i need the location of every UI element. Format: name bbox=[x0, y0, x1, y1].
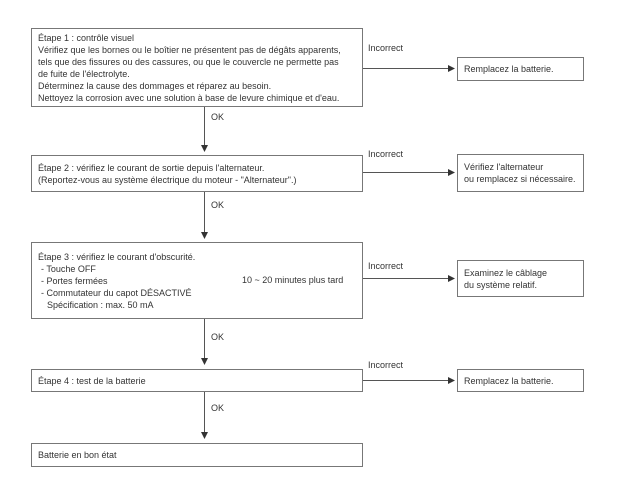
step-3-wait-annotation: 10 ~ 20 minutes plus tard bbox=[242, 275, 344, 285]
incorrect-connector-1 bbox=[363, 65, 455, 72]
ok-connector-2 bbox=[201, 192, 208, 239]
incorrect-connector-3 bbox=[363, 275, 455, 282]
step-4-title: Étape 4 : test de la batterie bbox=[38, 375, 146, 386]
arrow-right-icon bbox=[448, 377, 455, 384]
step-1-text: de fuite de l'électrolyte. bbox=[38, 68, 130, 79]
ok-label-3: OK bbox=[211, 332, 225, 342]
arrow-down-icon bbox=[201, 432, 208, 439]
step-2-box: Étape 2 : vérifiez le courant de sortie … bbox=[31, 155, 363, 192]
result-text: Batterie en bon état bbox=[38, 450, 117, 460]
action-text: Remplacez la batterie. bbox=[464, 64, 554, 74]
step-1-title: Étape 1 : contrôle visuel bbox=[38, 32, 135, 43]
step-3-box: Étape 3 : vérifiez le courant d'obscurit… bbox=[31, 242, 363, 319]
ok-label-4: OK bbox=[211, 403, 225, 413]
step-4-box: Étape 4 : test de la batterie bbox=[31, 369, 363, 392]
step-3-item: - Commutateur du capot DÉSACTIVÉ bbox=[41, 287, 192, 298]
arrow-down-icon bbox=[201, 232, 208, 239]
ok-connector-3 bbox=[201, 319, 208, 365]
result-box: Batterie en bon état bbox=[31, 443, 363, 467]
ok-label-2: OK bbox=[211, 200, 225, 210]
step-1-text: tels que des fissures ou des cassures, o… bbox=[38, 56, 339, 67]
action-text: Examinez le câblage bbox=[464, 267, 548, 278]
step-3-item: - Portes fermées bbox=[41, 275, 108, 286]
incorrect-label-2: Incorrect bbox=[368, 149, 404, 159]
action-text: Vérifiez l'alternateur bbox=[464, 162, 544, 172]
incorrect-connector-2 bbox=[363, 169, 455, 176]
action-box-examine-wiring: Examinez le câblage du système relatif. bbox=[457, 260, 584, 297]
step-1-box: Étape 1 : contrôle visuel Vérifiez que l… bbox=[31, 28, 363, 107]
step-2-title: Étape 2 : vérifiez le courant de sortie … bbox=[38, 162, 265, 173]
step-2-text: (Reportez-vous au système électrique du … bbox=[38, 174, 297, 185]
step-3-spec: Spécification : max. 50 mA bbox=[47, 299, 154, 310]
arrow-down-icon bbox=[201, 358, 208, 365]
ok-connector-4 bbox=[201, 392, 208, 439]
incorrect-label-1: Incorrect bbox=[368, 43, 404, 53]
action-box-check-alternator: Vérifiez l'alternateur ou remplacez si n… bbox=[457, 154, 584, 192]
step-1-text: Nettoyez la corrosion avec une solution … bbox=[38, 92, 340, 103]
arrow-right-icon bbox=[448, 65, 455, 72]
step-1-text: Déterminez la cause des dommages et répa… bbox=[38, 80, 272, 91]
arrow-right-icon bbox=[448, 275, 455, 282]
action-text: du système relatif. bbox=[464, 279, 538, 290]
step-3-title: Étape 3 : vérifiez le courant d'obscurit… bbox=[38, 251, 196, 262]
action-text: ou remplacez si nécessaire. bbox=[464, 174, 576, 184]
step-1-text: Vérifiez que les bornes ou le boîtier ne… bbox=[38, 44, 341, 55]
ok-label-1: OK bbox=[211, 112, 225, 122]
action-box-replace-battery-2: Remplacez la batterie. bbox=[457, 369, 584, 392]
incorrect-connector-4 bbox=[363, 377, 455, 384]
incorrect-label-4: Incorrect bbox=[368, 360, 404, 370]
ok-connector-1 bbox=[201, 107, 208, 152]
action-box-replace-battery-1: Remplacez la batterie. bbox=[457, 57, 584, 81]
incorrect-label-3: Incorrect bbox=[368, 261, 404, 271]
arrow-down-icon bbox=[201, 145, 208, 152]
step-3-item: - Touche OFF bbox=[41, 263, 96, 274]
arrow-right-icon bbox=[448, 169, 455, 176]
action-text: Remplacez la batterie. bbox=[464, 375, 554, 386]
